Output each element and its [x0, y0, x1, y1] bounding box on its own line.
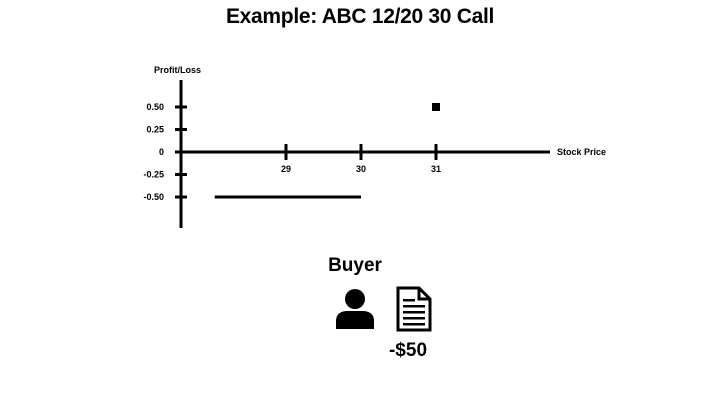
x-axis-title: Stock Price	[557, 147, 606, 157]
x-tick-label: 30	[356, 164, 366, 174]
payoff-point	[432, 103, 440, 111]
y-tick-label: 0.50	[146, 102, 164, 112]
buyer-amount: -$50	[388, 340, 428, 361]
x-tick-label: 29	[281, 164, 291, 174]
y-tick-label: 0.25	[146, 125, 164, 135]
x-tick-label: 31	[431, 164, 441, 174]
y-tick-label: 0	[159, 147, 164, 157]
y-tick-label: -0.50	[143, 192, 164, 202]
document-icon	[396, 286, 432, 332]
person-icon	[336, 289, 374, 329]
y-axis-title: Profit/Loss	[154, 65, 201, 75]
page-title: Example: ABC 12/20 30 Call	[225, 5, 495, 28]
y-tick-label: -0.25	[143, 170, 164, 180]
buyer-label: Buyer	[328, 255, 382, 276]
